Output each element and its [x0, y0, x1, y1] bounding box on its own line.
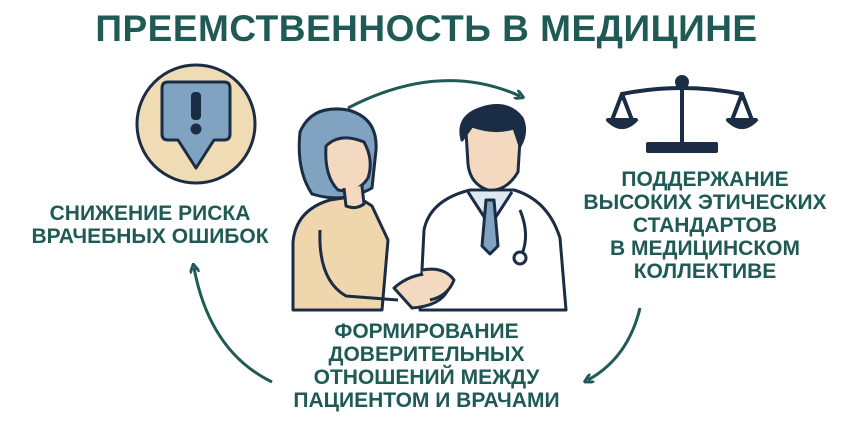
patient-figure: [291, 107, 399, 312]
node-label-trust: ФОРМИРОВАНИЕ ДОВЕРИТЕЛЬНЫХ ОТНОШЕНИЙ МЕЖ…: [293, 320, 560, 412]
page-title: ПРЕЕМСТВЕННОСТЬ В МЕДИЦИНЕ: [95, 8, 758, 49]
warning-exclamation-icon: [135, 63, 257, 185]
node-label-risk-reduction: СНИЖЕНИЕ РИСКА ВРАЧЕБНЫХ ОШИБОК: [31, 202, 269, 248]
node-label-ethics: ПОДДЕРЖАНИЕ ВЫСОКИХ ЭТИЧЕСКИХ СТАНДАРТОВ…: [583, 168, 827, 283]
cycle-arrow-right: [588, 307, 642, 380]
handshake-icon: [392, 267, 456, 310]
cycle-arrow-left: [194, 268, 273, 384]
doctor-figure: [418, 104, 568, 312]
cycle-arrow-top: [347, 79, 520, 110]
scales-of-justice-icon: [606, 75, 758, 153]
